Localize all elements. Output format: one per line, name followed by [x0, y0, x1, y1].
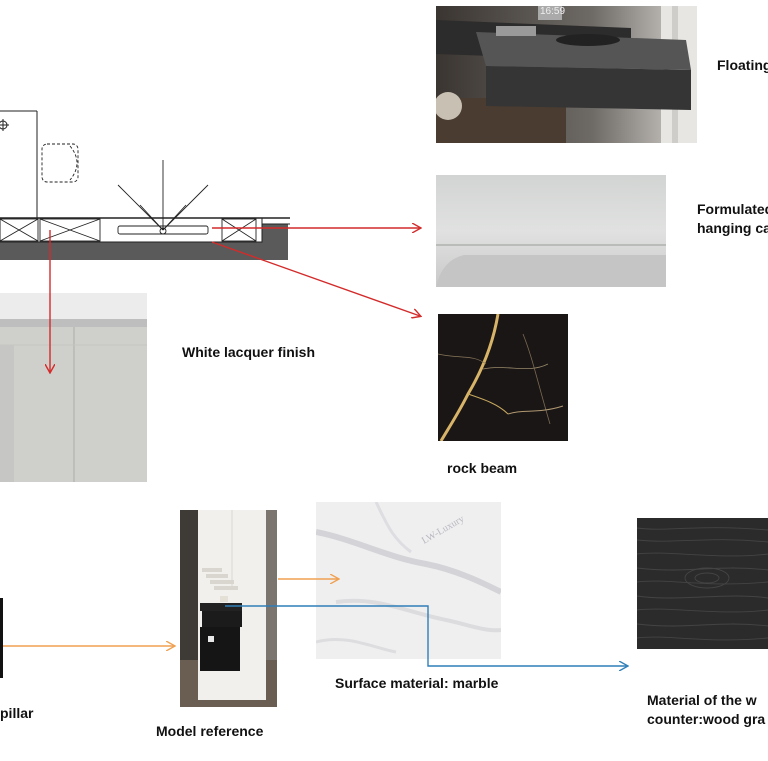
pillar-fragment: [0, 598, 3, 678]
label-pillar: pillar: [0, 705, 34, 721]
chair-icon: [41, 143, 79, 183]
label-surface-marble: Surface material: marble: [335, 675, 499, 691]
red-arrows: [50, 228, 420, 372]
cabinet-boxes: [0, 218, 257, 242]
label-floating: Floating: [717, 57, 768, 73]
label-white-lacquer: White lacquer finish: [182, 344, 316, 360]
label-wood-2: counter:wood gra: [647, 711, 766, 727]
label-formulated: Formulated: [697, 201, 768, 217]
marble-surface-photo: LW-Luxury: [316, 502, 501, 659]
counter-slab: [0, 240, 262, 260]
label-model-reference: Model reference: [156, 723, 264, 739]
blue-arrow: [225, 605, 627, 666]
label-wood-1: Material of the w: [647, 692, 757, 708]
arrow-icon: [211, 241, 420, 316]
fixture-symbol: [117, 160, 209, 235]
room-outline: [0, 110, 38, 218]
crosshair-icon: [0, 119, 9, 131]
rock-beam-photo: [438, 314, 568, 441]
floating-desk-photo: 16:59: [436, 6, 697, 143]
orange-arrows: [0, 579, 338, 646]
white-lacquer-photo: [0, 293, 147, 482]
label-hanging: hanging ca: [697, 220, 768, 236]
screen-text: 16:59: [540, 6, 566, 17]
label-rock-beam: rock beam: [447, 460, 518, 476]
wood-grain-photo: [637, 518, 768, 649]
hanging-cabinet-photo: [436, 175, 666, 287]
counter-end: [258, 224, 288, 260]
model-reference-photo: [180, 510, 277, 707]
